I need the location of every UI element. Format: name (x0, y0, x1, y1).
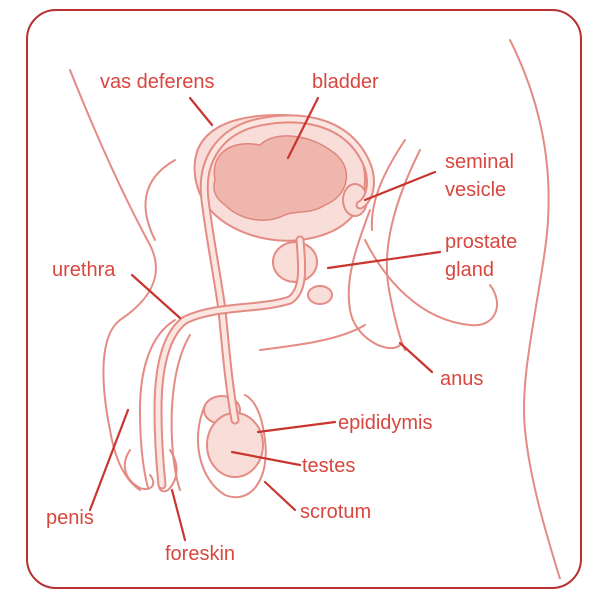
label-prostate-line1: prostate (445, 231, 517, 253)
rectum-outline (349, 210, 400, 348)
back-outline (510, 40, 560, 579)
leader-anus (400, 343, 432, 372)
label-bladder: bladder (312, 71, 379, 93)
label-anus: anus (440, 368, 483, 390)
perineum-outline (260, 325, 365, 350)
penis-outline-lower (172, 335, 190, 490)
label-testes: testes (302, 455, 355, 477)
leader-foreskin (172, 490, 185, 540)
leader-vas-deferens (190, 98, 212, 125)
label-epididymis: epididymis (338, 412, 432, 434)
abdomen-outline (145, 160, 175, 240)
prostate-lower-shape (308, 286, 332, 304)
label-urethra: urethra (52, 259, 116, 281)
leader-urethra (132, 275, 180, 318)
label-scrotum: scrotum (300, 501, 371, 523)
label-seminal-vesicle-line1: seminal (445, 151, 514, 173)
prostate-gland-shape (273, 242, 317, 282)
label-prostate-line2: gland (445, 259, 494, 281)
label-seminal-vesicle-line2: vesicle (445, 179, 506, 201)
foreskin-fold-left (125, 450, 153, 489)
leader-epididymis (258, 422, 335, 432)
label-vas-deferens: vas deferens (100, 71, 215, 93)
label-penis: penis (46, 507, 94, 529)
leader-scrotum (265, 482, 295, 510)
label-foreskin: foreskin (165, 543, 235, 565)
leader-prostate (328, 252, 440, 268)
